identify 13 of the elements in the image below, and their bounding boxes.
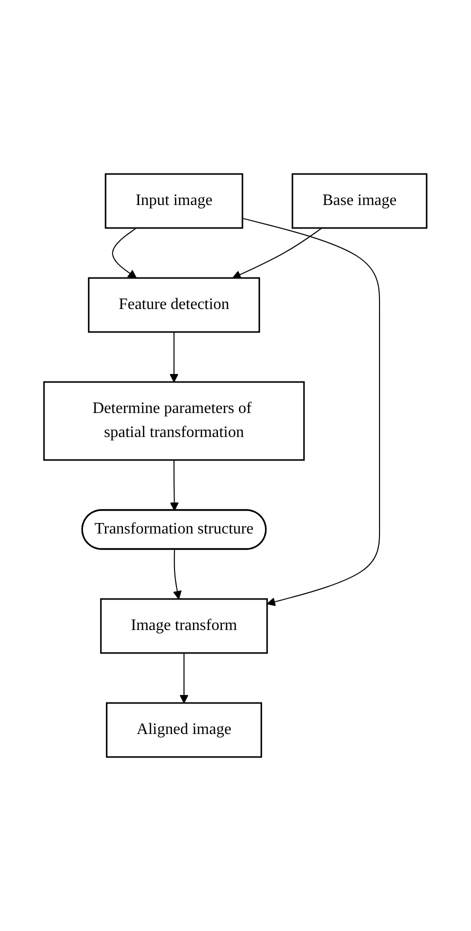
arrow xyxy=(180,652,189,704)
arrow xyxy=(112,228,138,278)
node-box: Aligned image xyxy=(106,702,262,758)
arrow xyxy=(170,332,179,382)
arrow xyxy=(242,218,380,606)
arrow xyxy=(173,549,182,600)
node-box: Determine parameters of spatial transformation xyxy=(43,381,305,461)
node-box: Image transform xyxy=(100,598,268,654)
node-box: Base image xyxy=(292,173,428,229)
node-box: Feature detection xyxy=(88,277,260,333)
arrow xyxy=(170,460,179,511)
arrow xyxy=(232,228,323,279)
node-box: Input image xyxy=(104,173,244,229)
